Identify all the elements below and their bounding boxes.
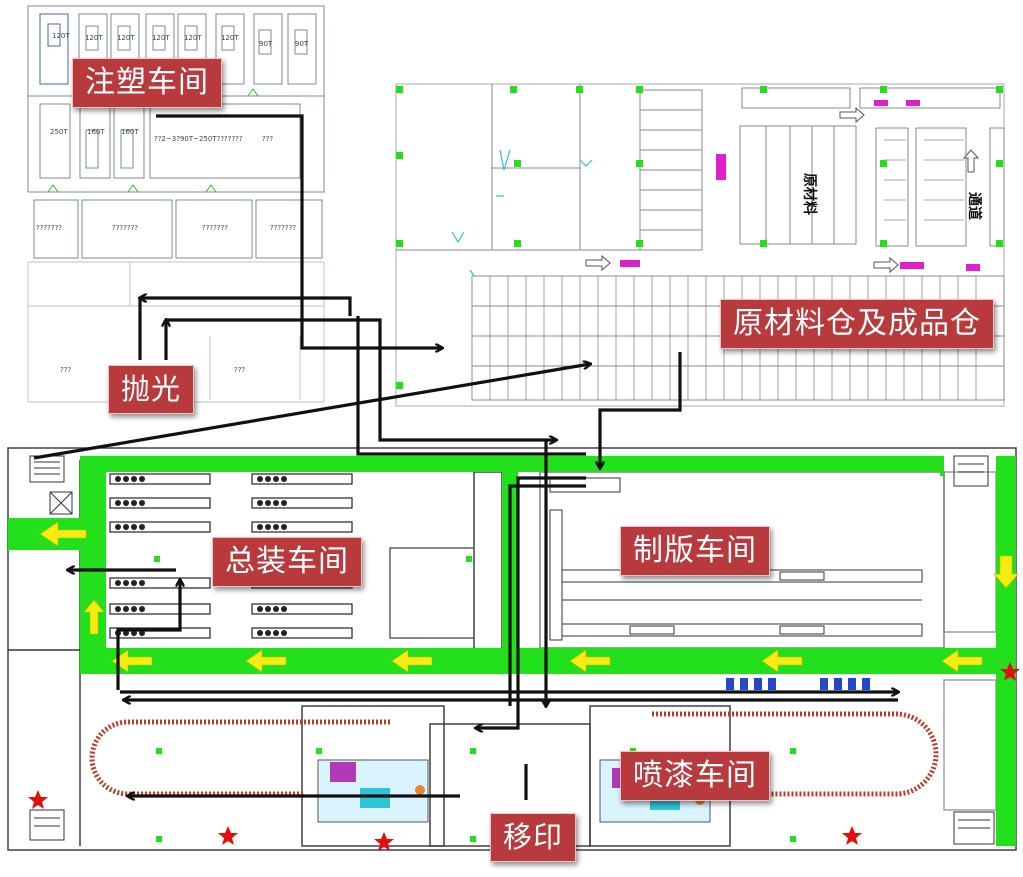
painting-conveyor xyxy=(89,711,939,797)
press-label: 120T xyxy=(152,34,170,42)
warehouse-plan xyxy=(395,83,1005,407)
press-label: 120T xyxy=(85,34,103,42)
press-label: 120T xyxy=(117,34,135,42)
flow-injection-to-warehouse xyxy=(156,114,442,348)
flow-plate-return xyxy=(476,476,586,728)
label-assembly-workshop: 总装车间 xyxy=(212,537,362,587)
press-label: 120T xyxy=(221,34,239,42)
press-label: 90T xyxy=(295,40,309,48)
press-label: ??2~3?90T~250T??????? xyxy=(154,135,243,143)
press-label: 120T xyxy=(184,34,202,42)
label-painting-workshop: 喷漆车间 xyxy=(620,751,770,801)
label-transfer-printing: 移印 xyxy=(490,813,577,862)
corridor-arrows xyxy=(39,521,1019,673)
flow-polish-to-assembly xyxy=(166,318,556,440)
flow-plate-up xyxy=(508,484,586,706)
press-label: ??? xyxy=(262,135,273,143)
label-injection-workshop: 注塑车间 xyxy=(72,58,222,108)
press-label: 90T xyxy=(259,40,273,48)
warehouse-columns xyxy=(396,86,1003,389)
block-label: ??????? xyxy=(202,224,228,232)
stations-blue xyxy=(726,678,870,690)
injection-plan xyxy=(27,5,325,403)
main-corridors xyxy=(8,456,1016,846)
press-label: 120T xyxy=(52,32,70,40)
press-label: 160T xyxy=(87,128,105,136)
label-polish: 抛光 xyxy=(108,365,195,414)
flow-assembly-loop xyxy=(116,580,180,690)
block-label: ??????? xyxy=(112,224,138,232)
warehouse-aisle-label: 通道 xyxy=(966,192,983,220)
block-label: ??????? xyxy=(270,224,296,232)
flow-arrows xyxy=(33,114,898,800)
injection-machine-tags: 120T 120T 120T 120T 120T 120T 90T 90T 25… xyxy=(36,32,309,374)
block-label: ??????? xyxy=(36,224,62,232)
warehouse-aisle-markers xyxy=(620,100,980,271)
flow-warehouse-to-polish xyxy=(140,298,352,316)
warehouse-arrows xyxy=(585,106,980,274)
press-label: 250T xyxy=(50,128,68,136)
stairs xyxy=(29,455,995,845)
flow-main-loop xyxy=(356,316,586,456)
label-warehouse: 原材料仓及成品仓 xyxy=(720,299,994,349)
block-label: ??? xyxy=(234,366,245,374)
warehouse-cyan-marks xyxy=(451,149,593,277)
warehouse-store-label: 原材料 xyxy=(801,173,818,215)
block-label: ??? xyxy=(60,366,71,374)
flow-to-warehouse-from-floor xyxy=(33,364,590,460)
label-platemaking-workshop: 制版车间 xyxy=(620,526,770,576)
fire-points xyxy=(28,662,1020,851)
press-label: 160T xyxy=(121,128,139,136)
flow-warehouse-down xyxy=(600,352,682,468)
warehouse-rack-columns xyxy=(489,139,977,400)
